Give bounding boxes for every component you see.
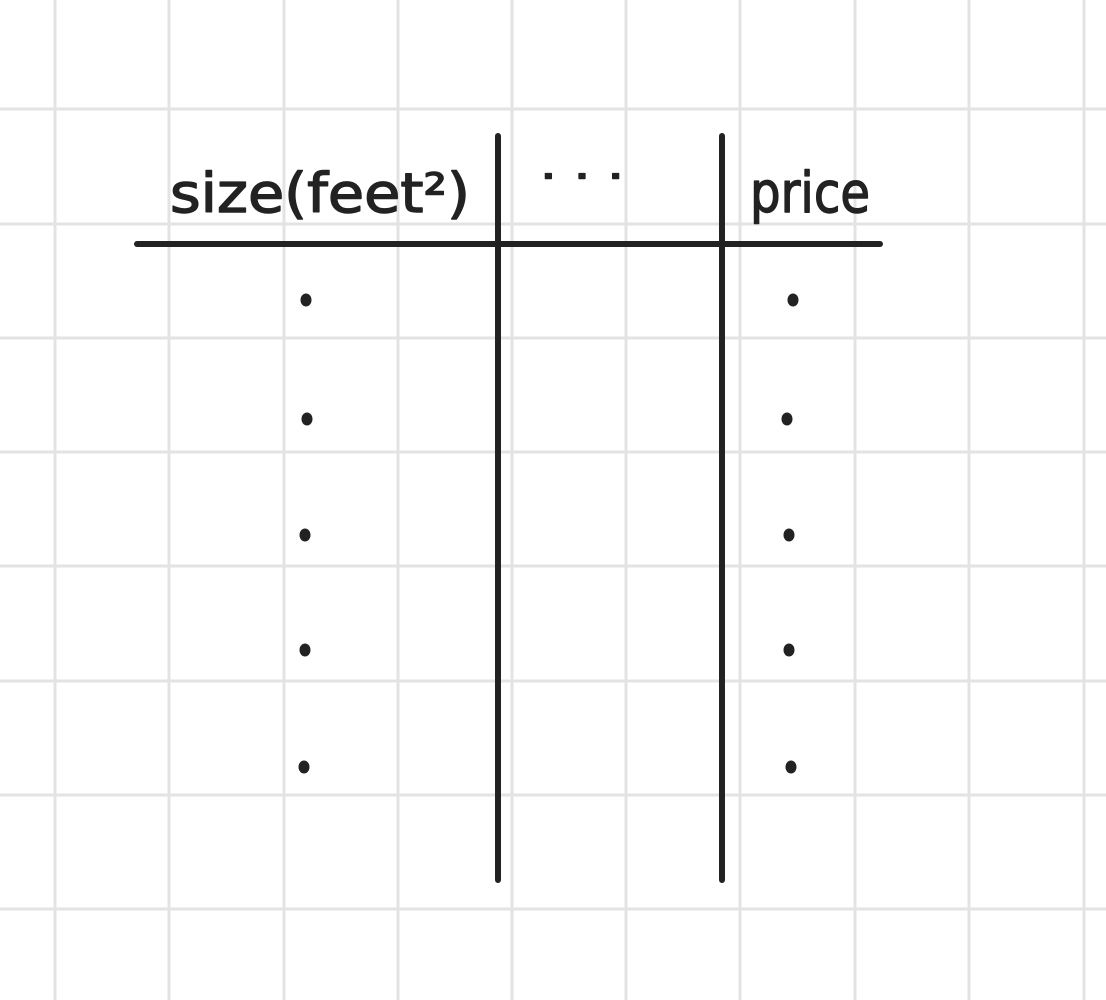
table-row [299,528,795,542]
table-lines [134,133,883,883]
table-row [301,412,793,426]
price-cell-placeholder [783,643,795,657]
price-cell-placeholder [785,760,797,774]
header-size: size(feet²) [170,162,470,225]
size-cell-placeholder [299,528,311,542]
price-cell-placeholder [783,528,795,542]
table-header-row: size(feet²) · · · price [169,153,870,226]
table-body [298,293,799,774]
header-price: price [750,161,870,226]
header-ellipsis: · · · [540,154,624,200]
price-cell-placeholder [781,412,793,426]
size-cell-placeholder [301,412,313,426]
size-cell-placeholder [299,643,311,657]
table-row [299,643,795,657]
table-row [298,760,797,774]
size-cell-placeholder [300,293,312,307]
table-row [300,293,799,307]
price-cell-placeholder [787,293,799,307]
size-cell-placeholder [298,760,310,774]
